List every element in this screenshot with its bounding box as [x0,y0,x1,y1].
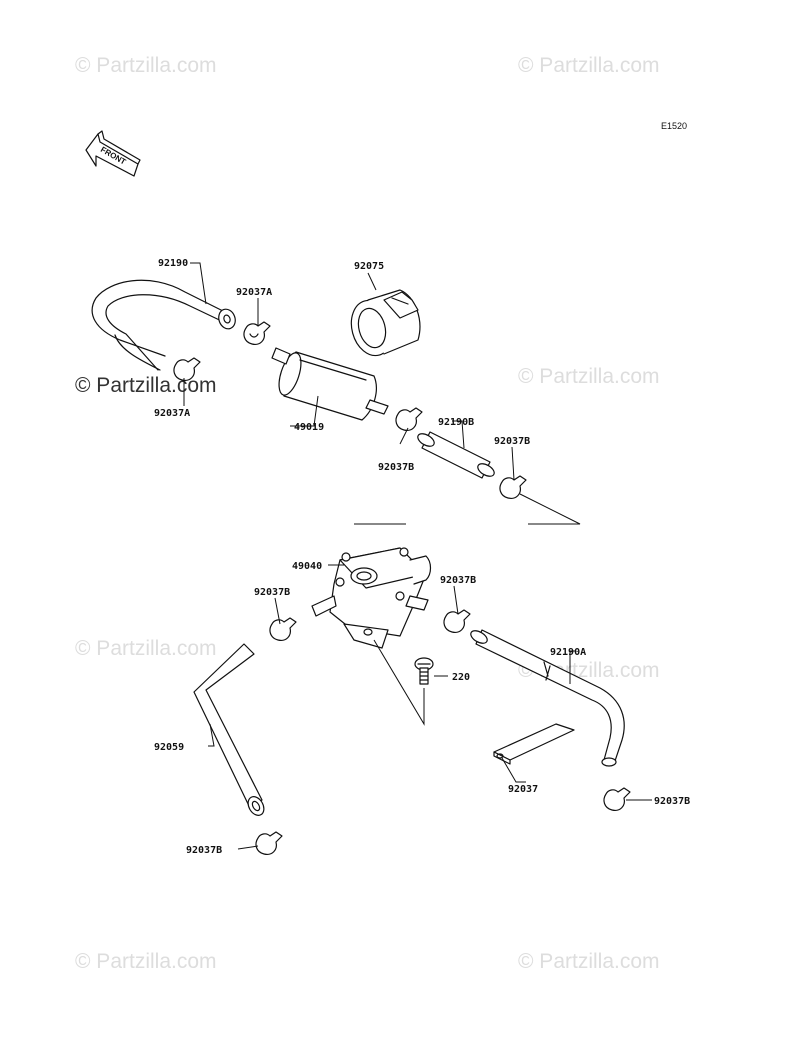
watermark: © Partzilla.com [75,54,217,77]
watermarks: © Partzilla.com © Partzilla.com © Partzi… [75,54,660,973]
label-220: 220 [452,672,470,683]
diagram-code: E1520 [661,121,687,131]
clamp-92037B-lower-right [603,787,631,811]
label-92037B-lower-right: 92037B [654,796,690,807]
label-92059: 92059 [154,742,184,753]
label-49040: 49040 [292,561,322,572]
hose-92059 [193,643,265,816]
leader-lines [183,262,652,850]
hose-92190B [417,431,495,479]
watermark: © Partzilla.com [518,54,660,77]
label-92037B-right: 92037B [494,436,530,447]
watermark: © Partzilla.com [518,950,660,973]
label-92075: 92075 [354,261,384,272]
label-92190B: 92190B [438,417,474,428]
hose-92190 [91,279,236,371]
pump-screw-lines [373,639,425,726]
label-92190A: 92190A [550,647,586,658]
assembly-lines [354,493,581,525]
clamp-92037A-bottom [173,357,201,381]
clamp-92037B-pump-right [443,609,471,633]
watermark: © Partzilla.com [75,950,217,973]
label-92037: 92037 [508,784,538,795]
part-labels: 92190 92037A 92037A 92075 49019 92037B 9… [154,258,690,856]
label-92037A-bottom: 92037A [154,408,190,419]
holder-92075 [350,289,421,357]
screw-220 [414,657,434,685]
label-92037B-pump-right: 92037B [440,575,476,586]
clamp-92037B-pump-left [269,617,297,641]
clamp-92037B-right [499,475,527,499]
label-92037A-top: 92037A [236,287,272,298]
label-92037B-pump-left: 92037B [254,587,290,598]
clamp-92037B-filter [395,407,423,431]
label-92037B-filter: 92037B [378,462,414,473]
watermark: © Partzilla.com [518,365,660,388]
pump-49040 [311,547,432,649]
filter-49019 [271,347,389,421]
band-92037 [493,723,575,765]
clamp-92037B-bottom [255,831,283,855]
label-92190: 92190 [158,258,188,269]
label-92037B-bottom: 92037B [186,845,222,856]
clamp-92037A-top [243,321,271,345]
front-arrow-icon: FRONT [85,130,141,177]
watermark: © Partzilla.com [75,374,217,397]
label-49019: 49019 [294,422,324,433]
hose-92190A [470,629,625,767]
watermark: © Partzilla.com [75,637,217,660]
